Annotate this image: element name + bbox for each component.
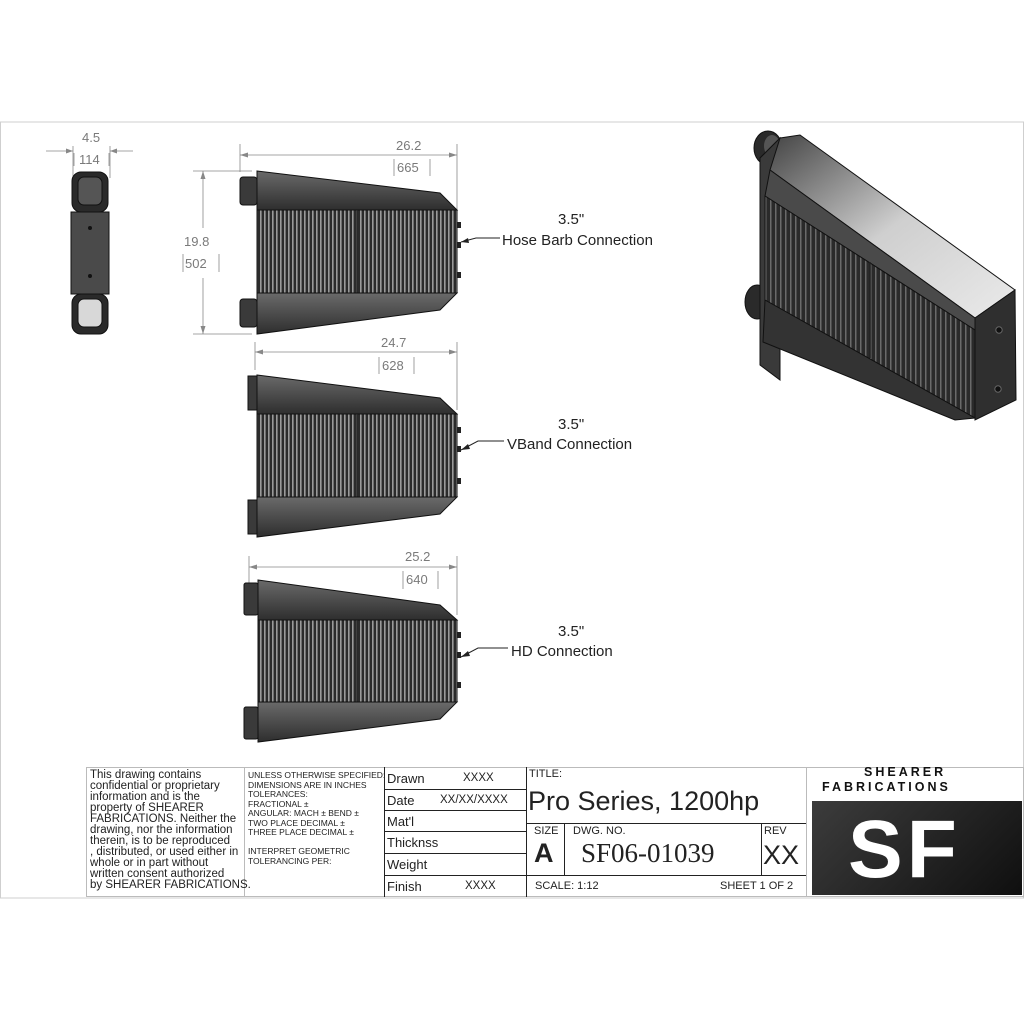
- drawing-title: Pro Series, 1200hp: [528, 786, 760, 816]
- hose-height-mm: 502: [185, 256, 207, 271]
- vband-view: 24.7 628 3.5" VBand Connection: [247, 335, 632, 538]
- hose-length-in: 26.2: [396, 138, 421, 153]
- date-label: Date: [387, 793, 415, 808]
- hd-view: 25.2 640 3.5" HD Connection: [243, 549, 613, 743]
- vband-connection-note: VBand Connection: [507, 436, 632, 453]
- sheet-value: SHEET 1 OF 2: [720, 880, 794, 892]
- title-label: TITLE:: [529, 768, 563, 780]
- logo-line2: FABRICATIONS: [822, 780, 951, 794]
- dwg-no-value: SF06-01039: [581, 838, 715, 868]
- logo-mark: SF: [812, 801, 1022, 895]
- end-width-mm: 114: [79, 152, 100, 167]
- tolerance-notes: UNLESS OTHERWISE SPECIFIED: DIMENSIONS A…: [248, 770, 386, 866]
- hd-length-in: 25.2: [405, 549, 430, 564]
- hose-connection-note: Hose Barb Connection: [502, 232, 653, 249]
- hose-height-in: 19.8: [184, 234, 209, 249]
- logo-line1: SHEARER: [864, 765, 947, 779]
- hd-connection-note: HD Connection: [511, 643, 613, 660]
- scale-value: SCALE: 1:12: [535, 880, 599, 892]
- finish-value: XXXX: [465, 880, 496, 892]
- hose-length-mm: 665: [397, 160, 419, 175]
- finish-label: Finish: [387, 879, 422, 894]
- vband-size-note: 3.5": [558, 416, 584, 433]
- size-value: A: [534, 838, 554, 868]
- date-value: XX/XX/XXXX: [440, 794, 508, 806]
- isometric-view: [744, 130, 1017, 421]
- vband-length-mm: 628: [382, 358, 404, 373]
- rev-value: XX: [763, 840, 800, 870]
- size-label: SIZE: [534, 825, 559, 837]
- hose-size-note: 3.5": [558, 211, 584, 228]
- rev-label: REV: [764, 825, 787, 837]
- weight-label: Weight: [387, 857, 428, 872]
- hd-size-note: 3.5": [558, 623, 584, 640]
- hd-length-mm: 640: [406, 572, 428, 587]
- end-view: 4.5 114: [46, 130, 133, 335]
- confidential-notice: This drawing contains confidential or pr…: [90, 769, 251, 891]
- material-label: Mat'l: [387, 814, 415, 829]
- drawn-label: Drawn: [387, 771, 425, 786]
- hose-barb-view: 26.2 665 19.8 502 3.5" Hose Barb Connect…: [180, 138, 653, 335]
- end-width-in: 4.5: [82, 130, 100, 145]
- vband-length-in: 24.7: [381, 335, 406, 350]
- thickness-label: Thicknss: [387, 835, 439, 850]
- title-block: This drawing contains confidential or pr…: [86, 765, 1024, 897]
- drawn-value: XXXX: [463, 772, 494, 784]
- dwg-no-label: DWG. NO.: [573, 825, 626, 837]
